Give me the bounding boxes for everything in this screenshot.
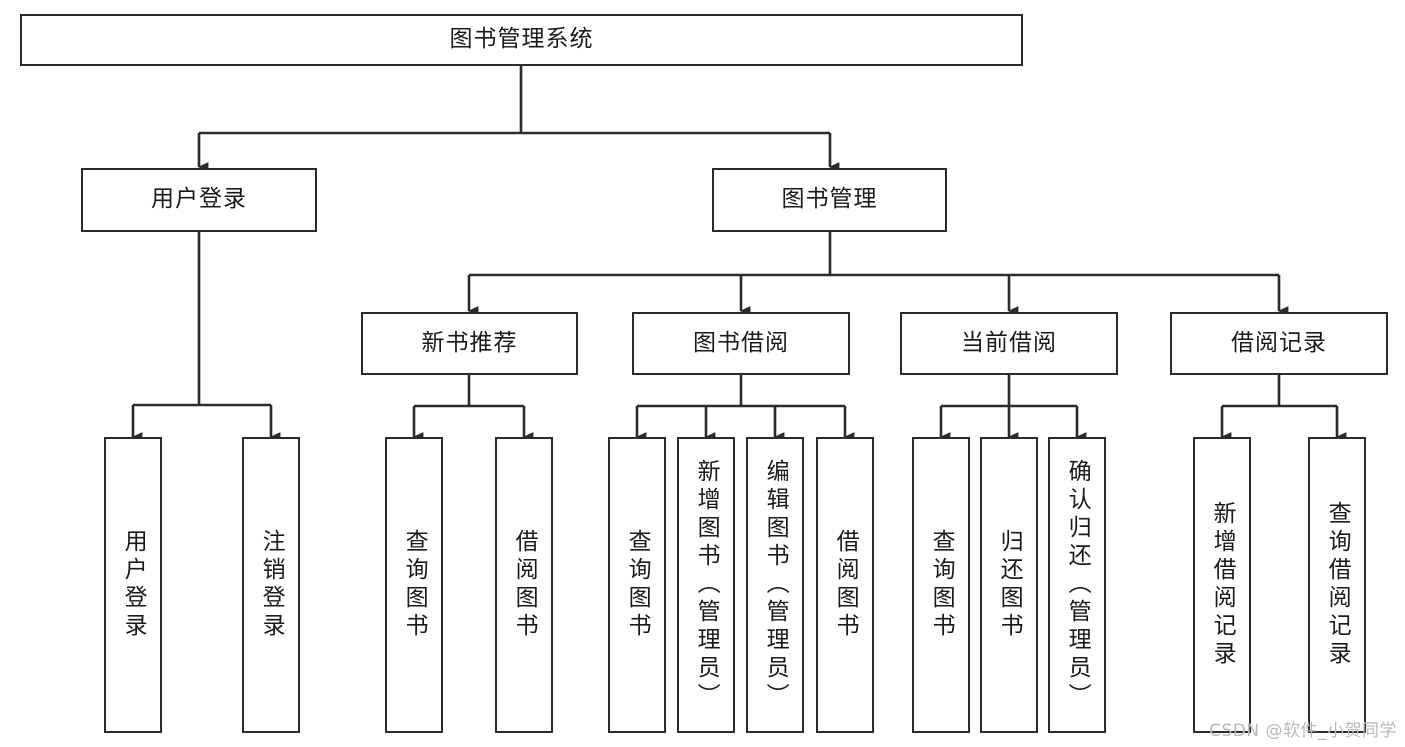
node-label: 归还图书: [996, 529, 1023, 641]
node-label: 用户登录: [120, 529, 147, 641]
node-label: 图书管理系统: [449, 26, 594, 53]
leaf-add-borrow-record[interactable]: 新增借阅记录: [1193, 437, 1251, 733]
node-user-login[interactable]: 用户登录: [81, 168, 317, 232]
csdn-watermark: CSDN @软件_小贺同学: [1209, 721, 1397, 741]
node-label: 图书借阅: [693, 329, 789, 356]
node-label: 当前借阅: [961, 329, 1057, 356]
leaf-confirm-return-admin[interactable]: 确认归还（管理员）: [1048, 437, 1106, 733]
node-label: 图书管理: [781, 186, 878, 213]
node-book-management[interactable]: 图书管理: [712, 168, 947, 232]
leaf-edit-book-admin[interactable]: 编辑图书（管理员）: [746, 437, 804, 733]
node-label: 借阅图书: [832, 529, 859, 641]
node-new-book-recommendation[interactable]: 新书推荐: [361, 312, 578, 375]
node-label: 借阅记录: [1231, 329, 1327, 356]
node-label: 编辑图书（管理员）: [762, 459, 789, 711]
leaf-logout[interactable]: 注销登录: [242, 437, 300, 733]
leaf-borrow-book-new-rec[interactable]: 借阅图书: [495, 437, 553, 733]
node-label: 查询借阅记录: [1324, 501, 1351, 669]
leaf-borrow-book-borrow[interactable]: 借阅图书: [816, 437, 874, 733]
leaf-return-book[interactable]: 归还图书: [980, 437, 1038, 733]
leaf-query-book-borrow[interactable]: 查询图书: [608, 437, 666, 733]
node-label: 借阅图书: [511, 529, 538, 641]
node-label: 查询图书: [401, 529, 428, 641]
node-current-borrowing[interactable]: 当前借阅: [900, 312, 1118, 375]
node-borrowing-record[interactable]: 借阅记录: [1170, 312, 1388, 375]
node-label: 注销登录: [258, 529, 285, 641]
node-book-borrowing[interactable]: 图书借阅: [632, 312, 850, 375]
node-label: 新增借阅记录: [1209, 501, 1236, 669]
leaf-query-book-current[interactable]: 查询图书: [912, 437, 970, 733]
node-label: 新书推荐: [421, 329, 518, 356]
node-label: 查询图书: [624, 529, 651, 641]
leaf-query-book-new-rec[interactable]: 查询图书: [385, 437, 443, 733]
node-label: 查询图书: [928, 529, 955, 641]
node-root-book-management-system[interactable]: 图书管理系统: [20, 14, 1023, 66]
leaf-query-borrow-record[interactable]: 查询借阅记录: [1308, 437, 1366, 733]
node-label: 确认归还（管理员）: [1064, 459, 1091, 711]
node-label: 新增图书（管理员）: [693, 459, 720, 711]
node-label: 用户登录: [151, 186, 247, 213]
leaf-user-login[interactable]: 用户登录: [104, 437, 162, 733]
leaf-add-book-admin[interactable]: 新增图书（管理员）: [677, 437, 735, 733]
